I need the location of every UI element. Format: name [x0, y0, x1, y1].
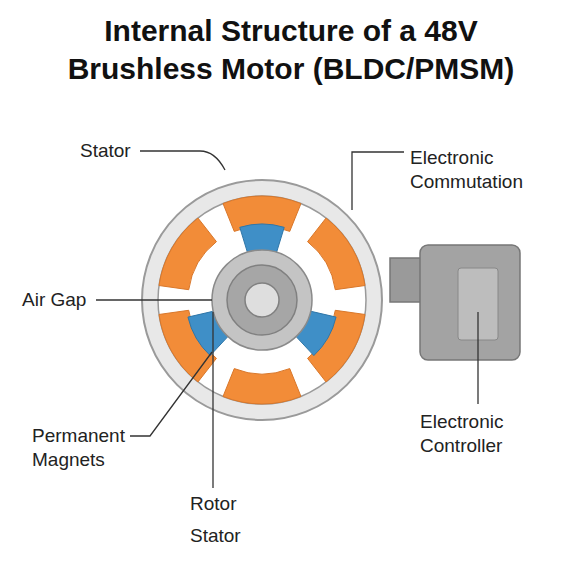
- leader-line: [140, 151, 225, 170]
- leader-line: [477, 312, 478, 404]
- part-label: Rotor: [190, 492, 250, 516]
- part-label: Electronic Controller: [420, 410, 545, 458]
- rotor-core: [227, 265, 297, 335]
- rotor: [212, 250, 312, 350]
- stator-winding: [308, 218, 365, 290]
- title: Internal Structure of a 48V Brushless Mo…: [41, 12, 541, 88]
- leader-line: [96, 299, 212, 300]
- leader-line: [352, 152, 404, 210]
- stator-winding: [159, 218, 216, 290]
- part-label: Electronic Commutation: [410, 146, 560, 194]
- part-label: Permanent Magnets: [32, 424, 142, 472]
- shaft: [245, 283, 279, 317]
- part-label: Air Gap: [22, 288, 102, 312]
- controller-connector: [390, 258, 424, 302]
- leader-line: [130, 352, 212, 436]
- part-label: Stator: [190, 524, 260, 548]
- part-label: Stator: [80, 139, 150, 163]
- leader-line: [212, 312, 213, 488]
- stator-winding: [223, 369, 301, 404]
- controller-box: [420, 245, 520, 360]
